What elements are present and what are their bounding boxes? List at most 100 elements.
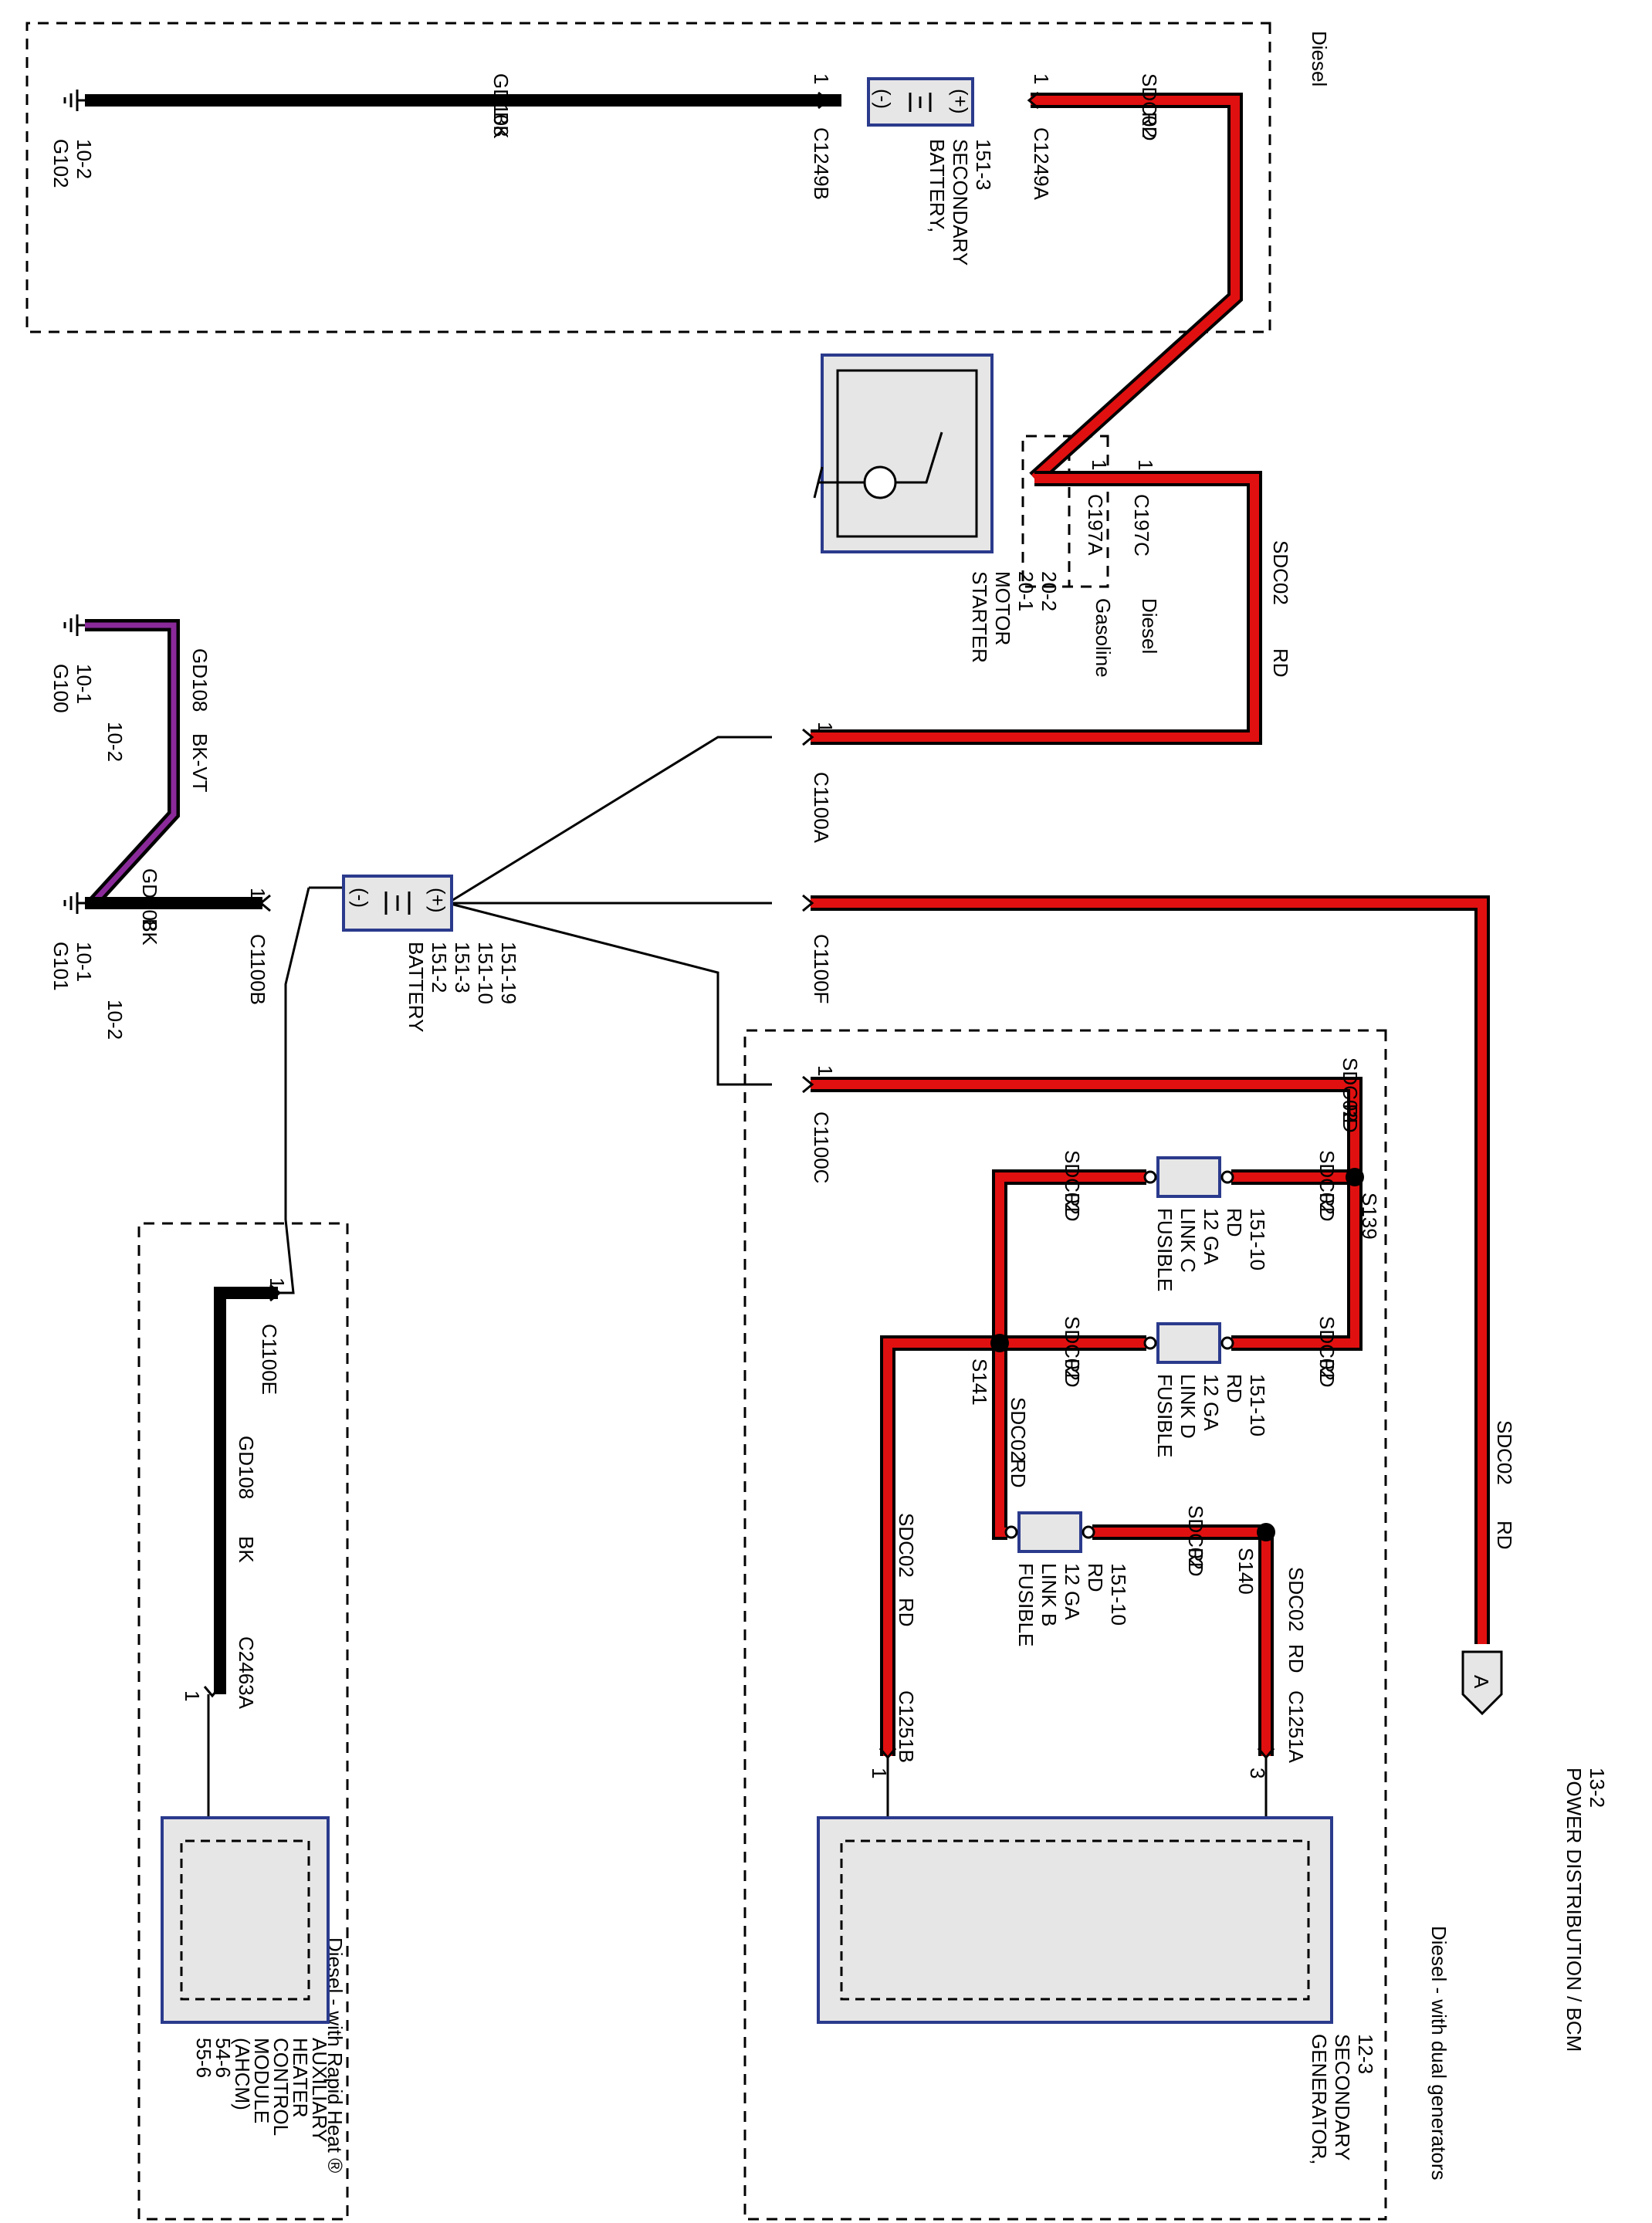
wire-label-rd-s141: RD — [1007, 1459, 1030, 1488]
pin-c1100b: 1 — [246, 888, 269, 898]
fusible-link-d-label-2: LINK D — [1176, 1374, 1200, 1439]
generator-secondary — [817, 1816, 1333, 2024]
rapid-heat-box — [137, 1222, 349, 2221]
wire-label-rd-f: RD — [1493, 1521, 1516, 1550]
battery-secondary-label-3: 151-3 — [972, 139, 995, 191]
fusible-link-c-body — [1156, 1156, 1221, 1198]
battery-secondary-label-2: SECONDARY — [949, 139, 972, 266]
starter-motor-label-2: MOTOR — [991, 571, 1014, 645]
ahcm-label-3: CONTROL — [269, 2038, 293, 2136]
connector-c2463a-label: C2463A — [235, 1636, 258, 1710]
pin-c1251a: 3 — [1246, 1768, 1269, 1778]
connector-c197a-note: Gasoline — [1092, 598, 1115, 678]
pin-c1100a-icon — [802, 728, 814, 746]
splice-s139-icon — [1346, 1168, 1364, 1186]
wire-battery-c1100a — [447, 736, 772, 905]
fusible-link-b — [1004, 1511, 1095, 1553]
ahcm-label-2: HEATER — [289, 2038, 312, 2118]
connector-c197a-label: C197A — [1084, 494, 1107, 556]
pin-c1249a-icon — [1027, 91, 1039, 110]
wire-label-gd108-g100: GD108 — [188, 648, 212, 712]
pin-c1100b-icon — [259, 894, 271, 912]
power-distribution-ref: 13-2 — [1586, 1768, 1609, 1808]
generator-label-1: GENERATOR, — [1308, 2034, 1331, 2165]
wire-label-bkvt: BK-VT — [188, 733, 212, 793]
wire-label-gd108-g101: GD108 — [138, 868, 161, 932]
ground-g100-icon — [63, 614, 85, 636]
fusible-link-b-label-3: 12 GA — [1061, 1563, 1084, 1620]
ahcm-label-5: (AHCM) — [231, 2038, 254, 2110]
starter-motor — [813, 354, 994, 553]
connector-c197c-label: C197C — [1130, 494, 1153, 557]
wire-label-rd-c1251b: RD — [895, 1598, 918, 1627]
wire-gd108-c1100e — [214, 1287, 278, 1694]
offpage-connector-a-label: A — [1470, 1675, 1493, 1689]
pin-c1251a-icon — [1257, 1748, 1275, 1760]
ground-g100-name: G100 — [49, 664, 73, 713]
wire-label-bk-e: BK — [235, 1536, 258, 1563]
generator-secondary-body — [817, 1816, 1333, 2024]
connector-c1100f-label: C1100F — [810, 934, 833, 1004]
pin-c1100c-icon — [802, 1075, 814, 1094]
splice-s140-icon — [1257, 1523, 1275, 1541]
fusible-link-d — [1143, 1322, 1234, 1364]
wire-label-sdc02-s139a: SDC02 — [1315, 1150, 1339, 1215]
connector-c1100e-label: C1100E — [258, 1324, 281, 1395]
wire-battery-c1100c — [447, 902, 772, 1086]
starter-motor-label-1: STARTER — [968, 571, 991, 663]
starter-motor-body — [821, 354, 994, 553]
wire-label-rd-fc: RD — [1061, 1193, 1084, 1222]
diesel-box — [25, 22, 1271, 333]
wire-label-sdc02-b: SDC02 — [1269, 540, 1292, 605]
fusible-link-b-body — [1017, 1511, 1082, 1553]
fusible-link-c — [1143, 1156, 1234, 1198]
wire-label-rd-fb: RD — [1184, 1548, 1207, 1577]
pin-c1100c: 1 — [814, 1065, 837, 1076]
ahcm-label-1: AUXILIARY — [308, 2038, 331, 2142]
wire-label-sdc02-s141: SDC02 — [1007, 1397, 1030, 1462]
wire-label-bk-top: BK — [489, 112, 513, 139]
pin-c1249b-icon — [818, 91, 830, 110]
wire-label-rd-c: RD — [1339, 1104, 1362, 1133]
fusible-link-c-label-3: 12 GA — [1200, 1208, 1223, 1265]
ground-g100-ref1: 10-1 — [73, 664, 96, 704]
connector-c197c-box — [1021, 435, 1109, 588]
motor-icon — [863, 465, 897, 499]
fusible-link-b-label-1: FUSIBLE — [1014, 1563, 1038, 1646]
ground-g102-ref: 10-2 — [73, 139, 96, 179]
wire-label-gd108-top: GD108 — [489, 73, 513, 137]
fusible-link-b-label-5: 151-10 — [1107, 1563, 1130, 1626]
fusible-link-b-label-4: RD — [1084, 1563, 1107, 1592]
ground-g102-name: G102 — [49, 139, 73, 188]
battery-neg-icon: (-) — [349, 888, 372, 908]
splice-s140-label: S140 — [1234, 1548, 1258, 1595]
dual-generators-box — [743, 1029, 1387, 2221]
ground-g102-icon — [63, 90, 85, 111]
pin-c1249a: 1 — [1030, 73, 1053, 84]
generator-label-3: 12-3 — [1354, 2034, 1377, 2074]
battery-label-2: 151-2 — [428, 942, 451, 993]
connector-c1249b-label: C1249B — [810, 127, 833, 200]
pin-c2463a-icon — [203, 1686, 222, 1698]
dual-generators-box-label: Diesel - with dual generators — [1427, 1926, 1451, 2181]
pin-c197a: 1 — [1088, 459, 1111, 470]
ahcm-label-6: 54-6 — [212, 2038, 235, 2078]
pin-c1100e: 1 — [266, 1277, 289, 1288]
fusible-link-d-label-1: FUSIBLE — [1153, 1374, 1176, 1457]
battery-pos-icon: (+) — [426, 888, 449, 913]
connector-c1100b-label: C1100B — [246, 934, 269, 1005]
fusible-link-d-label-5: 151-10 — [1246, 1374, 1269, 1436]
wire-label-rd-fd: RD — [1061, 1358, 1084, 1388]
ahcm-label-4: MODULE — [250, 2038, 273, 2123]
battery-label-5: 151-19 — [497, 942, 520, 1004]
fusible-link-d-body — [1156, 1322, 1221, 1364]
battery-label-1: BATTERY — [405, 942, 428, 1033]
fusible-link-d-label-3: 12 GA — [1200, 1374, 1223, 1431]
wire-label-sdc02-a: SDC02 — [1138, 73, 1161, 138]
wire-label-sdc02-c: SDC02 — [1339, 1057, 1362, 1122]
wire-label-sdc02-fb: SDC02 — [1184, 1505, 1207, 1570]
connector-c197c-note: Diesel — [1138, 598, 1161, 654]
pin-c1251b: 1 — [868, 1768, 891, 1778]
wire-label-sdc02-fc: SDC02 — [1061, 1150, 1084, 1215]
